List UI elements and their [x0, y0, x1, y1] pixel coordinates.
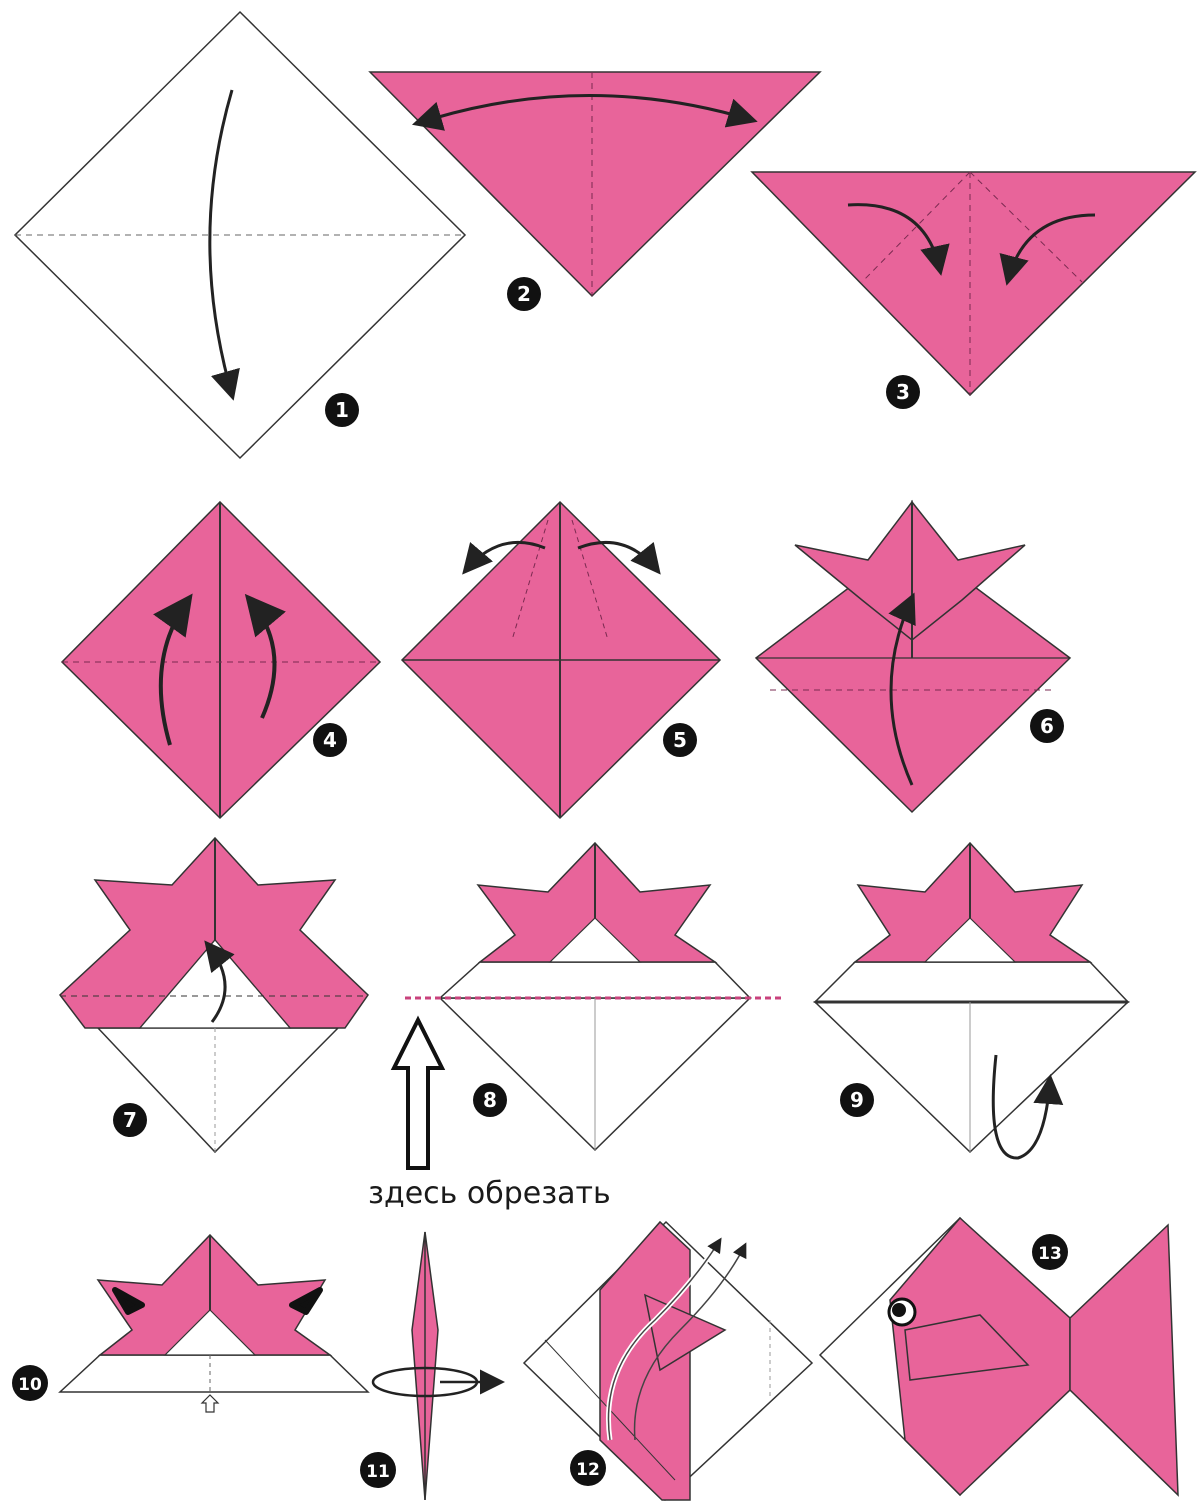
- step-badge-8: 8: [473, 1083, 507, 1117]
- step-badge-6: 6: [1030, 709, 1064, 743]
- step-8-diagram: [394, 843, 785, 1168]
- step-badge-12: 12: [570, 1450, 606, 1486]
- band-white: [440, 962, 750, 998]
- step-badge-4: 4: [313, 723, 347, 757]
- step-badge-10: 10: [12, 1365, 48, 1401]
- step-badge-2: 2: [507, 277, 541, 311]
- fish-tail-pink: [1070, 1225, 1178, 1495]
- step-badge-11: 11: [360, 1452, 396, 1488]
- step-5-diagram: [402, 502, 720, 818]
- step-4-diagram: [62, 502, 380, 818]
- step-number-10: 10: [18, 1375, 42, 1395]
- fish-eye-pupil: [892, 1303, 906, 1317]
- step-number-5: 5: [673, 728, 687, 752]
- step-badge-9: 9: [840, 1083, 874, 1117]
- step-badge-13: 13: [1032, 1234, 1068, 1270]
- step-number-9: 9: [850, 1088, 864, 1112]
- cut-here-caption: здесь обрезать: [368, 1176, 611, 1211]
- band-white: [815, 962, 1128, 1002]
- step-10-diagram: [60, 1235, 368, 1412]
- step-3-diagram: [752, 172, 1195, 395]
- body-pink: [600, 1222, 690, 1500]
- step-number-12: 12: [576, 1460, 600, 1480]
- step-6-diagram: [756, 502, 1070, 812]
- step-number-6: 6: [1040, 714, 1054, 738]
- step-number-13: 13: [1038, 1244, 1062, 1264]
- step-number-8: 8: [483, 1088, 497, 1112]
- step-badge-1: 1: [325, 393, 359, 427]
- step-number-11: 11: [366, 1462, 390, 1482]
- triangle-pink: [752, 172, 1195, 395]
- push-arrow-icon: [202, 1395, 218, 1412]
- step-number-4: 4: [323, 728, 337, 752]
- step-number-2: 2: [517, 282, 531, 306]
- step-badge-7: 7: [113, 1103, 147, 1137]
- step-number-7: 7: [123, 1108, 137, 1132]
- step-number-1: 1: [335, 398, 349, 422]
- step-badge-5: 5: [663, 723, 697, 757]
- step-number-3: 3: [896, 380, 910, 404]
- step-12-diagram: [524, 1222, 812, 1500]
- base-white: [60, 1355, 368, 1392]
- step-badge-3: 3: [886, 375, 920, 409]
- step-13-diagram: [820, 1218, 1178, 1495]
- hollow-up-arrow-icon: [394, 1020, 442, 1168]
- lower-white: [815, 1002, 1128, 1152]
- step-7-diagram: [60, 838, 368, 1152]
